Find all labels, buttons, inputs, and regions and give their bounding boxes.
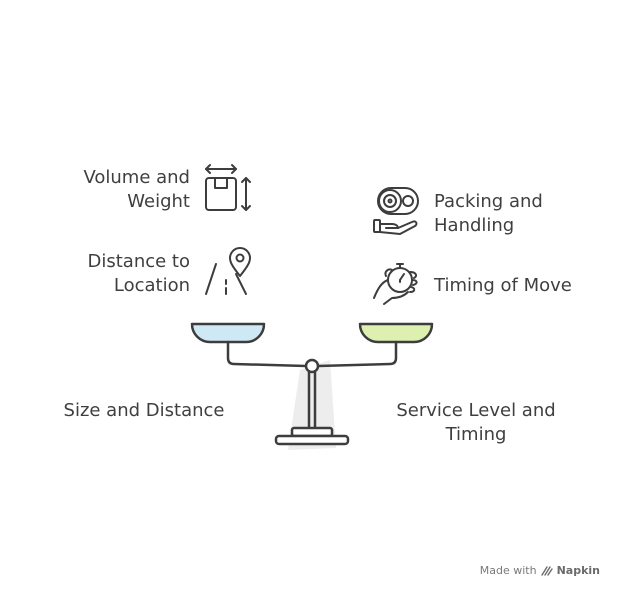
balance-scale-icon xyxy=(190,322,434,450)
service-level-timing-line-1: Service Level and xyxy=(396,400,556,421)
napkin-logo-icon xyxy=(540,565,553,576)
stand-lower-base xyxy=(274,434,350,446)
timing-of-move-label: Timing of Move xyxy=(434,274,604,298)
size-distance-line-1: Size and Distance xyxy=(63,400,225,421)
packing-handling-line-2: Handling xyxy=(434,215,515,236)
volume-weight-line-2: Weight xyxy=(127,191,190,212)
right-pan xyxy=(358,322,434,344)
pivot xyxy=(304,358,320,374)
size-distance-label: Size and Distance xyxy=(50,399,238,423)
distance-location-line-2: Location xyxy=(113,275,190,296)
left-arm xyxy=(226,340,308,368)
distance-location-label: Distance to Location xyxy=(40,250,191,298)
volume-weight-label: Volume and Weight xyxy=(40,166,190,214)
right-arm xyxy=(316,340,398,368)
hand-stopwatch-icon xyxy=(373,263,418,305)
packing-handling-line-1: Packing and xyxy=(434,191,543,212)
box-dimensions-icon xyxy=(205,164,251,211)
footer-brand: Napkin xyxy=(556,564,600,577)
left-pan xyxy=(190,322,266,344)
timing-of-move-line-1: Timing of Move xyxy=(434,275,572,296)
distance-location-line-1: Distance to xyxy=(87,251,191,272)
service-level-timing-label: Service Level and Timing xyxy=(382,399,570,447)
service-level-timing-line-2: Timing xyxy=(445,424,507,445)
route-pin-icon xyxy=(205,247,251,295)
footer-prefix: Made with xyxy=(479,564,537,577)
volume-weight-line-1: Volume and xyxy=(83,167,190,188)
footer-watermark: Made with Napkin xyxy=(480,564,600,577)
hand-holding-package-icon xyxy=(373,187,419,235)
packing-handling-label: Packing and Handling xyxy=(434,190,594,238)
